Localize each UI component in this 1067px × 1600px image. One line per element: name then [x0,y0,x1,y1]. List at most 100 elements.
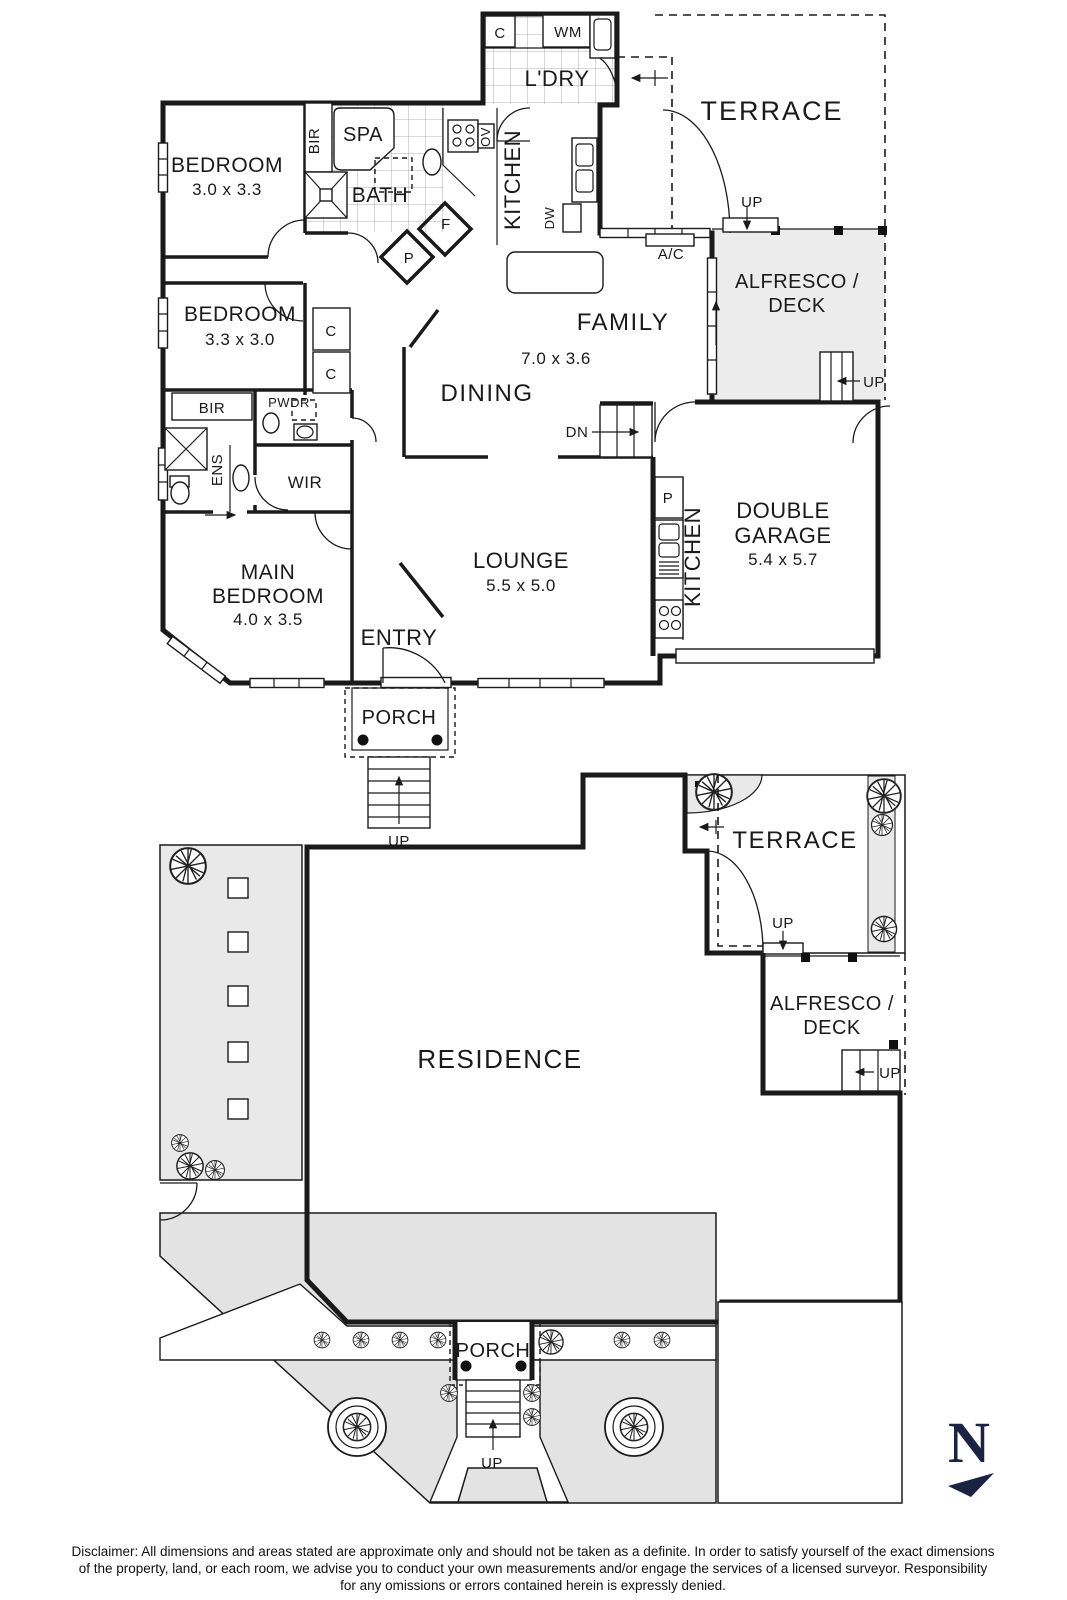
family-dim: 7.0 x 3.6 [521,349,591,368]
terrace-label: TERRACE [700,96,843,126]
spa-bath [333,107,395,171]
site-porch-up-label: UP [481,1455,503,1472]
tree-icon [695,773,733,811]
north-arrow-icon [948,1473,994,1497]
door-arc [347,232,379,264]
bath-robe [304,102,333,173]
washer-label: WM [554,24,582,41]
site-alfresco [760,953,906,1096]
shrub-icon [523,1408,541,1426]
shrub-icon [313,1331,331,1349]
north-compass: N [948,1410,994,1497]
laundry-closet [484,15,516,48]
ensuite-fixtures [164,392,318,520]
bed2-closets [312,307,351,394]
garden-square [227,931,249,953]
bedroom2-dim: 3.3 x 3.0 [205,330,275,349]
terrace-up-label: UP [741,194,763,211]
porch-column [515,1360,527,1372]
left-garden-strip [159,844,303,1221]
lounge-label: LOUNGE [473,548,569,573]
door-arc [852,405,891,444]
site-terrace-up-label: UP [772,915,794,932]
powder-basin [262,412,280,434]
shrub-icon [440,1384,458,1402]
alfresco-stairs-site [841,1049,901,1092]
upper-porch [344,687,456,829]
bath-label: BATH [352,184,408,207]
windows [157,142,875,689]
pantry-label: P [404,250,415,267]
window [249,677,325,689]
shrub-icon [429,1331,447,1349]
window [706,257,718,395]
site-alfresco-label-1: ALFRESCO / [770,993,894,1015]
built-in-robe [171,392,253,421]
island-bench [506,251,604,294]
north-label: N [948,1410,990,1475]
shrub-icon [523,1384,541,1402]
skylight-dashed [374,157,413,193]
tree-icon [342,1412,372,1442]
site-plan-labels: TERRACE UP ALFRESCO / DECK UP RESIDENCE … [417,827,900,1472]
planter [327,1397,387,1457]
entry-door-arc [382,647,446,684]
dishwasher-box [562,203,582,233]
oven [477,123,495,149]
closet2-label: C [325,366,336,383]
kitchen-label: KITCHEN [500,130,525,230]
site-alfresco-label-2: DECK [803,1017,861,1039]
shrub-icon [870,813,894,837]
garage-label-2: GARAGE [734,523,831,548]
garage-cooktop [654,599,684,639]
dishwasher-label: DW [542,206,557,229]
hall-closets [378,200,474,286]
alfresco-up-label: UP [863,374,885,391]
tree-icon [176,1152,204,1180]
bir2-label: BIR [199,400,226,417]
kitchen2-label: KITCHEN [680,507,705,607]
main-bedroom-label-1: MAIN [241,561,296,584]
entry-opening [380,676,452,689]
laundry-closet-label: C [494,25,505,42]
upper-plan-labels: C WM L'DRY TERRACE UP KITCHEN OV DW BIR … [171,24,885,850]
bir-label: BIR [306,128,323,155]
ens-basin [232,464,250,492]
door-arc [351,417,377,443]
basin [422,148,442,176]
porch-column [431,734,443,746]
tree-icon [169,847,207,885]
door-arc [314,511,353,550]
bath-fixtures [304,102,442,219]
bedroom1-label: BEDROOM [171,154,283,177]
terrace-step [630,70,779,233]
window [166,635,227,685]
laundry-fixtures [484,14,616,59]
porch-column [357,734,369,746]
laundry-label: L'DRY [525,66,590,91]
washing-machine [542,14,591,48]
ensuite-label: ENS [209,454,226,486]
site-terrace [685,773,906,955]
gate-arc [159,1182,198,1221]
ens-toilet [170,481,190,505]
bedroom1-dim: 3.0 x 3.3 [192,180,262,199]
upper-floor-plan: C WM L'DRY TERRACE UP KITCHEN OV DW BIR … [157,11,891,850]
porch-label: PORCH [362,707,437,729]
site-plan: TERRACE UP ALFRESCO / DECK UP RESIDENCE … [159,772,906,1504]
powder-label: PWDR [268,395,310,410]
cooktop [447,119,479,153]
window [157,142,169,193]
door-arc [496,107,531,142]
garage-dim: 5.4 x 5.7 [748,550,818,569]
door-arc [254,476,289,511]
tub-bowl [593,18,612,51]
closet1-label: C [325,323,336,340]
fridge-label: F [441,216,451,233]
oven-label: OV [478,127,493,147]
residence-label: RESIDENCE [417,1044,582,1074]
garden-square [227,877,249,899]
garage-label-1: DOUBLE [736,498,829,523]
door-arc [264,282,304,322]
